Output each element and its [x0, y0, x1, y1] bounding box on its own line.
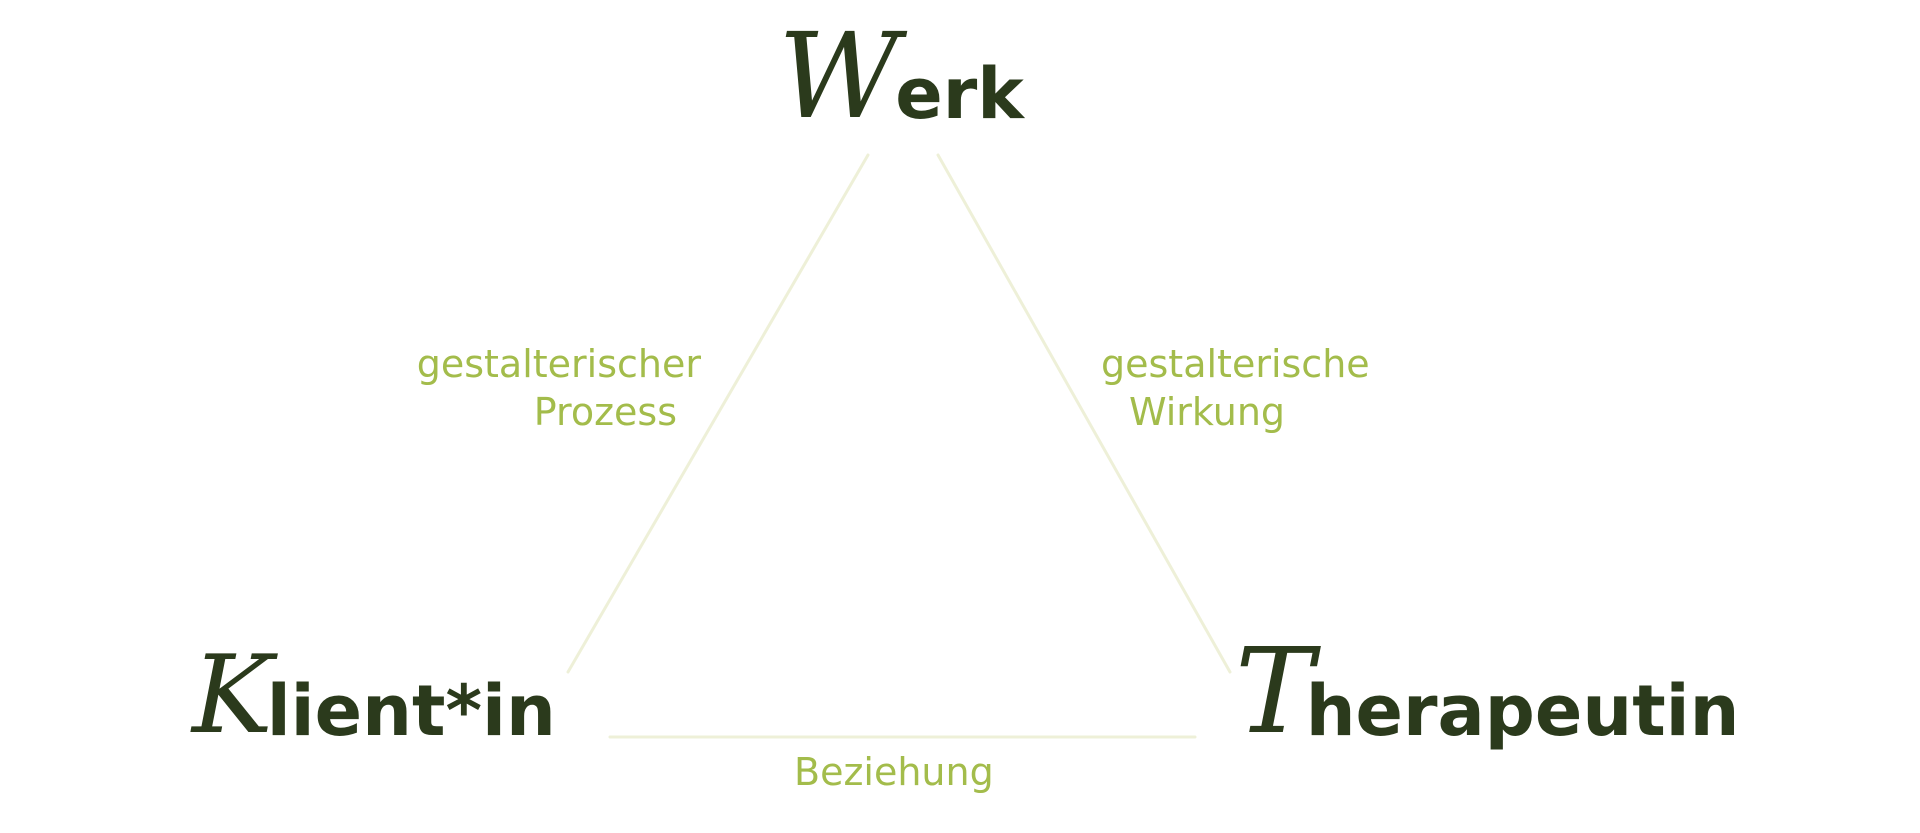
relation-bottom: Beziehung	[794, 748, 994, 796]
node-klientin-label: lient*in	[266, 670, 556, 752]
node-werk: W erk	[778, 7, 1024, 145]
node-therapeutin-label: herapeutin	[1305, 670, 1740, 752]
relation-right-line2: Wirkung	[1129, 390, 1286, 434]
relation-left: gestalterischer Prozess	[417, 340, 701, 436]
edge-werk-klientin	[566, 153, 870, 674]
relation-right: gestalterische Wirkung	[1101, 340, 1370, 436]
relation-left-line2: Prozess	[533, 390, 677, 434]
node-werk-label: erk	[895, 53, 1024, 135]
node-werk-initial: W	[778, 7, 900, 145]
relation-left-line1: gestalterischer	[416, 342, 701, 386]
node-therapeutin: T herapeutin	[1235, 630, 1740, 750]
node-klientin: K lient*in	[192, 635, 556, 750]
edge-werk-therapeutin	[936, 153, 1232, 674]
node-klientin-initial: K	[192, 633, 273, 758]
relation-bottom-line1: Beziehung	[794, 750, 994, 794]
relation-right-line1: gestalterische	[1101, 342, 1370, 386]
node-therapeutin-initial: T	[1235, 622, 1314, 760]
